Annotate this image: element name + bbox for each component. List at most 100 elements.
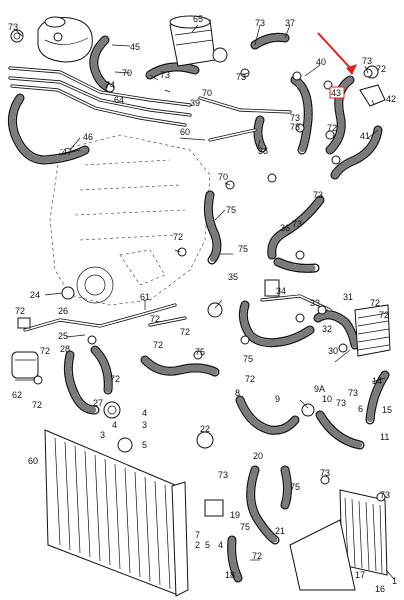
callout: 11 [380, 432, 389, 442]
callout: 18 [225, 570, 235, 580]
callout: 73 [313, 190, 323, 200]
callout: 72 [32, 400, 42, 410]
callout: 38 [258, 146, 268, 156]
callout: 37 [285, 18, 295, 28]
callout: 73 [160, 70, 170, 80]
callout: 72 [173, 232, 183, 242]
callout: 41 [360, 131, 370, 141]
callout: 39 [190, 98, 200, 108]
callout: 4 [142, 408, 147, 418]
callout: 73 [218, 470, 228, 480]
callout: 72 [370, 298, 380, 308]
metal-pipes-middle [23, 96, 332, 332]
callout: 15 [382, 405, 392, 415]
callout: 65 [193, 14, 203, 24]
callout: 6 [358, 404, 363, 414]
callout: 45 [130, 42, 140, 52]
leader-lines [15, 24, 396, 581]
callout: 73 [292, 219, 302, 229]
callout: 72 [150, 314, 160, 324]
callout: 3 [142, 420, 147, 430]
callout: 17 [355, 570, 365, 580]
callout: 1 [392, 576, 397, 586]
callout: 72 [15, 306, 25, 316]
callout: 72 [245, 374, 255, 384]
callout-labels: 73 65 73 37 45 73 70 73 74 64 40 73 39 7… [8, 14, 397, 594]
callout: 31 [343, 292, 353, 302]
callout: 26 [58, 306, 68, 316]
cooler-lower-right [289, 489, 388, 591]
callout: 75 [238, 244, 248, 254]
expansion-tank [37, 16, 93, 63]
callout: 4 [218, 540, 223, 550]
callout: 72 [376, 64, 386, 74]
callout: 72 [40, 346, 50, 356]
callout: 73 [255, 18, 265, 28]
callout: 72 [327, 123, 337, 133]
callout: 7 [195, 530, 200, 540]
callout: 75 [290, 482, 300, 492]
callout: 72 [252, 551, 262, 561]
callout: 21 [275, 526, 285, 536]
callout: 60 [28, 456, 38, 466]
callout: 70 [218, 172, 228, 182]
callout: 60 [180, 127, 190, 137]
callout: 20 [253, 451, 263, 461]
highlight-arrow [317, 32, 357, 75]
callout: 19 [230, 510, 240, 520]
callout: 75 [195, 347, 205, 357]
callout: 72 [180, 327, 190, 337]
oil-cooler [354, 304, 391, 357]
callout: 25 [58, 331, 68, 341]
highlight-label-43: 43 [329, 86, 345, 99]
callout: 8 [235, 388, 240, 398]
callout: 61 [140, 292, 150, 302]
engine-block-outline [49, 134, 211, 306]
callout: 73 [348, 388, 358, 398]
pipe-bundle-left [8, 66, 192, 127]
callout: 24 [30, 290, 40, 300]
callout: 28 [60, 344, 70, 354]
callout: 2 [195, 540, 200, 550]
callout: 10 [322, 394, 332, 404]
callout: 72 [153, 340, 163, 350]
callout: 72 [379, 310, 389, 320]
callout: 9A [314, 384, 325, 394]
callout: 75 [243, 354, 253, 364]
callout: 9 [275, 394, 280, 404]
callout: 16 [375, 584, 385, 594]
radiator [44, 429, 189, 597]
callout: 73 [336, 398, 346, 408]
callout: 30 [328, 346, 338, 356]
callout: 73 [236, 72, 246, 82]
callout: 36 [280, 223, 290, 233]
cap-part-73 [10, 29, 24, 43]
callout: 73 [290, 122, 300, 132]
callout: 73 [290, 113, 300, 123]
callout: 42 [386, 94, 396, 104]
callout: 14 [372, 376, 382, 386]
callout: 4 [112, 420, 117, 430]
callout-43-highlighted: 43 [331, 88, 341, 98]
callout: 22 [200, 424, 210, 434]
component-65 [169, 15, 228, 67]
callout: 73 [380, 490, 390, 500]
callout: 72 [110, 374, 120, 384]
callout: 75 [240, 522, 250, 532]
callout: 70 [122, 68, 132, 78]
callout: 47 [62, 147, 72, 157]
callout: 73 [320, 468, 330, 478]
callout: 33 [310, 298, 320, 308]
callout: 70 [202, 88, 212, 98]
callout: 3 [100, 430, 105, 440]
callout: 62 [12, 390, 22, 400]
hoses [7, 32, 390, 583]
callout: 64 [114, 95, 124, 105]
callout: 27 [93, 398, 103, 408]
callout: 74 [105, 80, 115, 90]
callout: 40 [316, 57, 326, 67]
callout: 73 [8, 22, 18, 32]
callout: 34 [276, 286, 286, 296]
callout: 75 [226, 205, 236, 215]
